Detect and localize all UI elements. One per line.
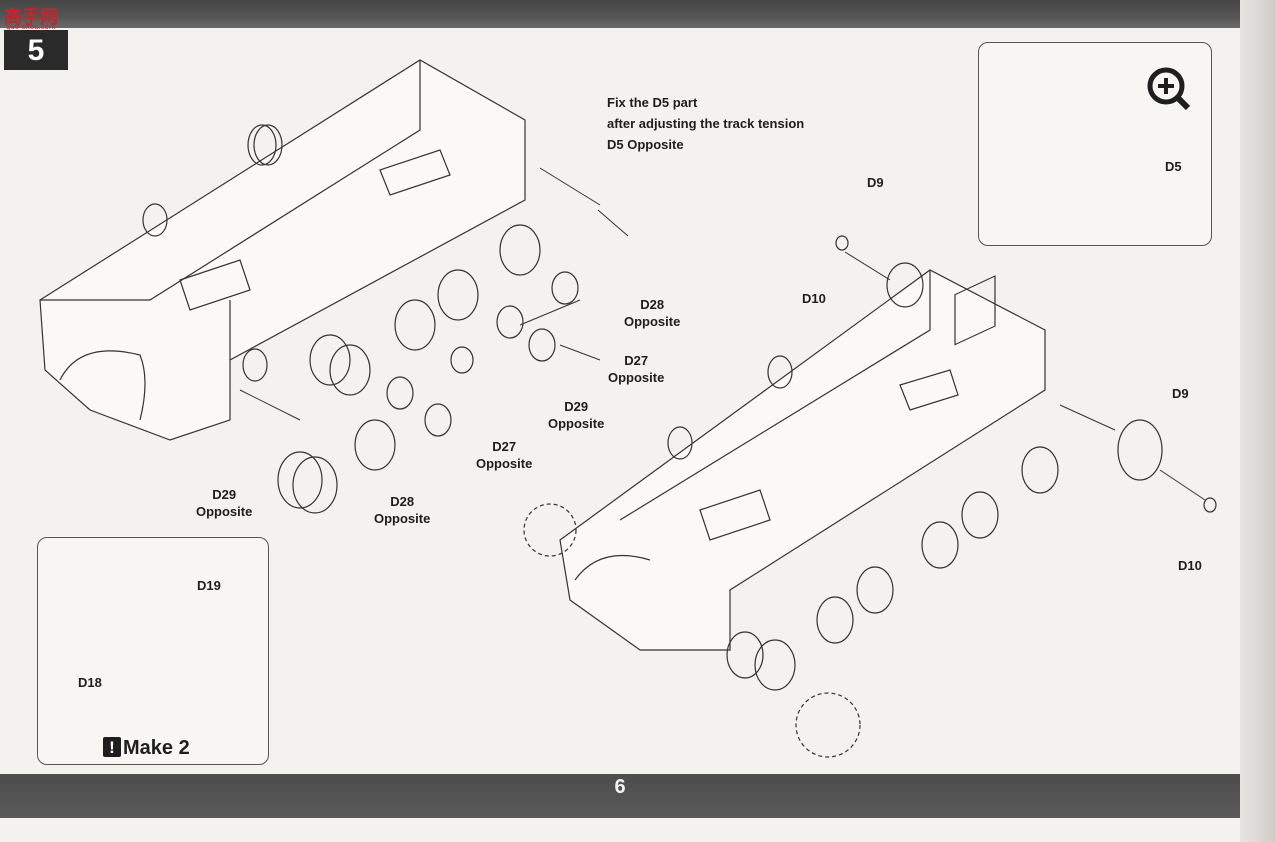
right-arrows — [844, 251, 1206, 501]
note-line-3: D5 Opposite — [607, 137, 684, 152]
label-d19: D19 — [197, 578, 221, 593]
note-line-2: after adjusting the track tension — [607, 116, 805, 131]
tension-note: Fix the D5 part after adjusting the trac… — [607, 92, 804, 155]
part-id: D28 — [640, 297, 665, 312]
label-d10-upper: D10 — [802, 291, 826, 306]
note-line-1: Fix the D5 part — [607, 95, 698, 110]
right-hull — [559, 269, 1046, 651]
label-d10-lower: D10 — [1178, 558, 1202, 573]
zoom-in-icon — [1147, 67, 1191, 111]
detail-inset-d5 — [978, 42, 1212, 246]
part-id: D29 — [564, 399, 589, 414]
left-road-wheels — [142, 124, 579, 514]
exclamation-icon: ! — [103, 737, 121, 757]
side-note: Opposite — [608, 370, 665, 385]
left-hull — [39, 59, 526, 441]
page-number: 6 — [614, 776, 626, 798]
left-arrows — [239, 167, 629, 421]
bottom-bar — [0, 774, 1240, 818]
side-note: Opposite — [624, 314, 681, 329]
part-id: D27 — [624, 353, 649, 368]
part-id: D28 — [390, 494, 415, 509]
side-note: Opposite — [476, 456, 533, 471]
logo-url: gao-shou.com — [6, 23, 56, 31]
label-d9-lower: D9 — [1172, 386, 1189, 401]
side-note: Opposite — [374, 511, 431, 526]
make-text: Make 2 — [123, 737, 190, 759]
logo-text: 高手网 — [4, 7, 58, 28]
side-note: Opposite — [548, 416, 605, 431]
label-d9-upper: D9 — [867, 175, 884, 190]
page-edge — [1240, 0, 1275, 842]
step-number-badge: 5 — [4, 30, 68, 70]
make-quantity: !Make 2 — [103, 737, 190, 760]
side-note: Opposite — [196, 504, 253, 519]
part-id: D27 — [492, 439, 517, 454]
right-road-wheels — [523, 235, 1217, 758]
part-id: D29 — [212, 487, 237, 502]
detail-inset-wheel — [37, 537, 269, 765]
label-d18: D18 — [78, 675, 102, 690]
label-d5: D5 — [1165, 159, 1182, 174]
top-bar — [0, 0, 1240, 28]
